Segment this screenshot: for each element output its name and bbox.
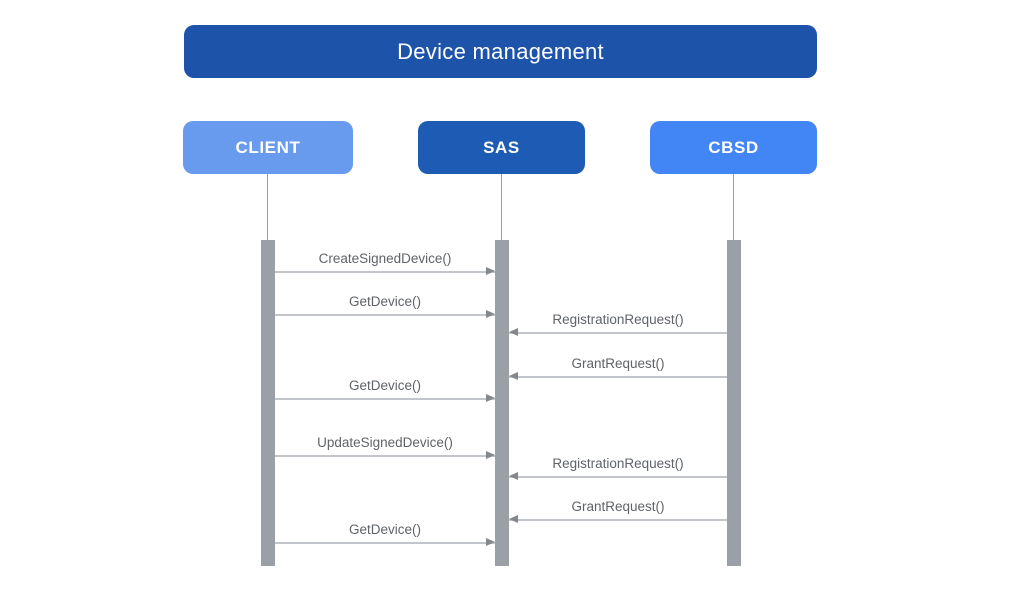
- message-label: CreateSignedDevice(): [318, 251, 452, 266]
- message-arrow: [509, 515, 727, 523]
- message-arrow: [275, 538, 495, 546]
- actor-client: CLIENT: [183, 121, 353, 174]
- message-arrow: [275, 310, 495, 318]
- message-label: UpdateSignedDevice(): [317, 435, 453, 450]
- message-arrow: [275, 451, 495, 459]
- diagram-title: Device management: [184, 25, 817, 78]
- actor-cbsd-label: CBSD: [708, 137, 759, 157]
- message-arrow: [509, 328, 727, 336]
- activation-bar-client: [261, 240, 275, 566]
- message-label: GetDevice(): [348, 294, 421, 309]
- message-arrowhead: [509, 515, 518, 523]
- message-label: RegistrationRequest(): [552, 456, 684, 471]
- message-arrowhead: [486, 451, 495, 459]
- message-label: GrantRequest(): [571, 499, 665, 514]
- message-arrowhead: [509, 472, 518, 480]
- lifeline-client: [267, 174, 268, 241]
- actor-sas-label: SAS: [483, 137, 520, 157]
- message-arrow: [275, 394, 495, 402]
- message-arrowhead: [486, 394, 495, 402]
- lifeline-cbsd: [733, 174, 734, 241]
- message-arrow: [509, 372, 727, 380]
- message-arrowhead: [486, 310, 495, 318]
- message-arrowhead: [486, 267, 495, 275]
- message-arrow: [509, 472, 727, 480]
- message-arrow: [275, 267, 495, 275]
- message-arrowhead: [509, 328, 518, 336]
- actor-client-label: CLIENT: [235, 137, 301, 157]
- actor-cbsd: CBSD: [650, 121, 817, 174]
- message-label: GetDevice(): [348, 522, 421, 537]
- activation-bar-sas: [495, 240, 509, 566]
- message-label: RegistrationRequest(): [552, 312, 684, 327]
- activation-bar-cbsd: [727, 240, 741, 566]
- lifeline-sas: [501, 174, 502, 241]
- message-arrowhead: [509, 372, 518, 380]
- message-label: GetDevice(): [348, 378, 421, 393]
- message-arrowhead: [486, 538, 495, 546]
- actor-sas: SAS: [418, 121, 585, 174]
- message-label: GrantRequest(): [571, 356, 665, 371]
